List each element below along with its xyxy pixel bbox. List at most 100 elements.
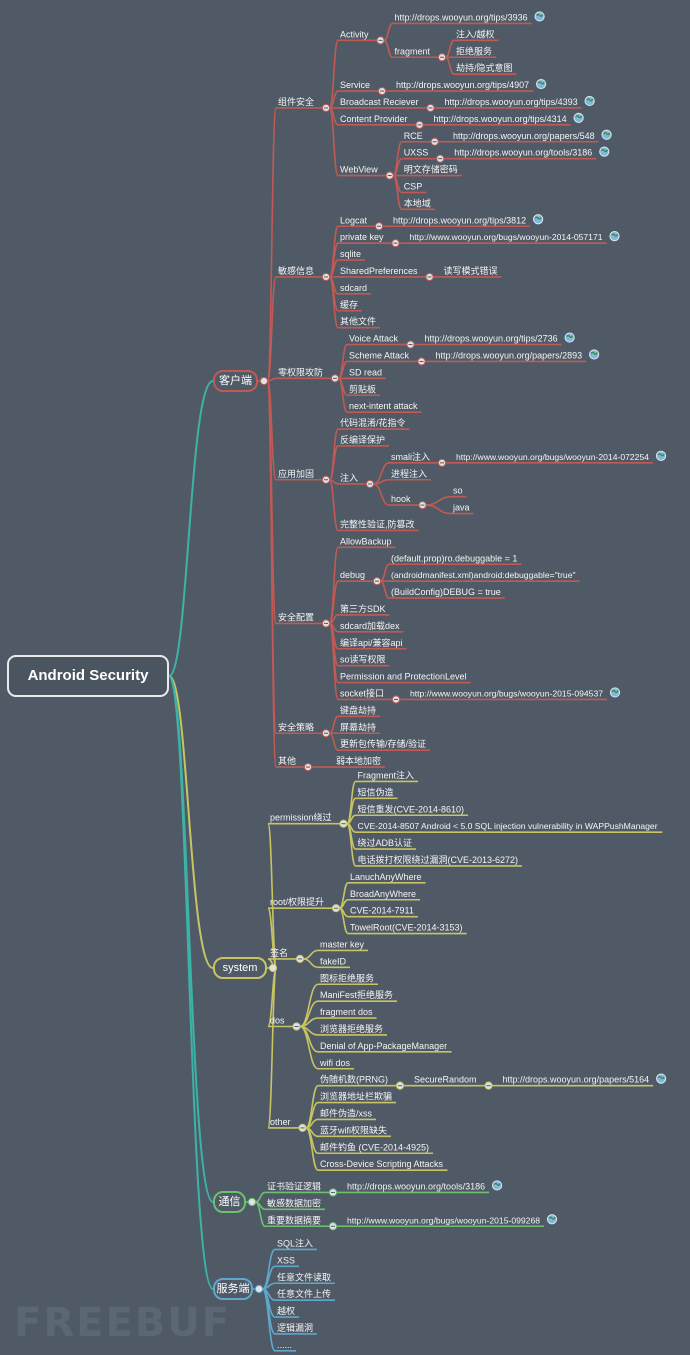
node-wifi-dos[interactable]: wifi dos: [318, 1058, 355, 1070]
branch-node-client[interactable]: 客户端: [213, 370, 258, 392]
node-sd-read[interactable]: SD read: [347, 367, 387, 380]
node-next-intent-attack[interactable]: next-intent attack: [347, 401, 422, 413]
node-node[interactable]: 任意文件读取: [275, 1271, 336, 1285]
collapse-toggle-icon[interactable]: [254, 1284, 264, 1294]
globe-link-icon[interactable]: [655, 450, 667, 461]
node-private-key[interactable]: private key: [338, 232, 400, 248]
node-http-drops-wooyun-org-papers-548[interactable]: http://drops.wooyun.org/papers/548: [451, 129, 612, 143]
globe-link-icon[interactable]: [656, 1073, 667, 1084]
node-http-drops-wooyun-org-tips-4907[interactable]: http://drops.wooyun.org/tips/4907: [394, 78, 547, 92]
globe-link-icon[interactable]: [535, 78, 547, 90]
node-node[interactable]: 注入: [338, 472, 375, 489]
node-sdcard[interactable]: sdcard: [338, 283, 372, 295]
globe-link-icon[interactable]: [533, 214, 544, 225]
node-so[interactable]: so: [451, 486, 467, 498]
node-node[interactable]: 安全配置: [276, 611, 331, 628]
globe-link-icon[interactable]: [609, 231, 620, 242]
node-fragment-dos[interactable]: fragment dos: [318, 1007, 377, 1019]
node-node[interactable]: 短信伪造: [355, 786, 398, 800]
node-csp[interactable]: CSP: [401, 181, 427, 194]
node-cve-2013-6272[interactable]: 电话拨打权限绕过漏洞(CVE-2013-6272): [355, 854, 523, 867]
node-node[interactable]: 代码混淆/花指令: [338, 417, 410, 430]
node-default-prop-ro-debuggable-1[interactable]: (default.prop)ro.debuggable = 1: [389, 553, 522, 566]
node-scheme-attack[interactable]: Scheme Attack: [347, 350, 426, 366]
node-node[interactable]: 拒绝服务: [454, 45, 497, 59]
node-xss[interactable]: XSS: [275, 1255, 300, 1268]
node-node[interactable]: 敏感数据加密: [265, 1197, 326, 1211]
node-lanuchanywhere[interactable]: LanuchAnyWhere: [348, 872, 426, 884]
globe-link-icon[interactable]: [491, 1180, 503, 1191]
node-http-www-wooyun-org-bugs-wooyun-2015-099268[interactable]: http://www.wooyun.org/bugs/wooyun-2015-0…: [345, 1214, 558, 1228]
node-http-drops-wooyun-org-tools-3186[interactable]: http://drops.wooyun.org/tools/3186: [452, 146, 610, 160]
node-http-www-wooyun-org-bugs-wooyun-2014-072254[interactable]: http://www.wooyun.org/bugs/wooyun-2014-0…: [454, 450, 667, 464]
node-sdcard-dex[interactable]: sdcard加载dex: [338, 620, 404, 633]
node-broadcast-reciever[interactable]: Broadcast Reciever: [338, 97, 435, 113]
globe-link-icon[interactable]: [584, 95, 595, 107]
node-activity[interactable]: Activity: [338, 29, 385, 45]
collapse-toggle-icon[interactable]: [268, 963, 278, 973]
node-denial-of-app-packagemanager[interactable]: Denial of App-PackageManager: [318, 1041, 452, 1053]
node-node[interactable]: 劫持/隐式意图: [454, 62, 517, 75]
node-root[interactable]: root/权限提升: [268, 896, 341, 913]
root-node-title[interactable]: Android Security: [7, 655, 169, 697]
node-debug[interactable]: debug: [338, 570, 382, 586]
node-node[interactable]: 其他文件: [338, 316, 381, 329]
node-fragment[interactable]: Fragment注入: [355, 769, 419, 783]
branch-node-server[interactable]: 服务端: [213, 1278, 253, 1300]
node-node[interactable]: 明文存储密码: [401, 164, 462, 177]
node-node[interactable]: 读写模式错误: [441, 265, 502, 278]
globe-link-icon[interactable]: [599, 146, 610, 157]
node-node[interactable]: 注入/越权: [454, 28, 499, 42]
node-http-drops-wooyun-org-tools-3186[interactable]: http://drops.wooyun.org/tools/3186: [345, 1180, 503, 1194]
node-node[interactable]: 本地域: [401, 197, 435, 211]
node-http-drops-wooyun-org-tips-4314[interactable]: http://drops.wooyun.org/tips/4314: [431, 112, 584, 126]
node-node[interactable]: 任意文件上传: [275, 1288, 336, 1301]
node-http-drops-wooyun-org-papers-5164[interactable]: http://drops.wooyun.org/papers/5164: [500, 1073, 667, 1087]
node-towelroot-cve-2014-3153[interactable]: TowelRoot(CVE-2014-3153): [348, 923, 467, 935]
node-buildconfig-debug-true[interactable]: (BuildConfig)DEBUG = true: [389, 587, 505, 599]
node-node[interactable]: 逻辑漏洞: [275, 1322, 318, 1335]
node-node[interactable]: 更新包传输/存储/验证: [338, 738, 431, 751]
node-http-drops-wooyun-org-tips-4393[interactable]: http://drops.wooyun.org/tips/4393: [442, 95, 595, 109]
node-sql[interactable]: SQL注入: [275, 1237, 318, 1251]
node-webview[interactable]: WebView: [338, 165, 394, 180]
node-fakeid[interactable]: fakeID: [318, 956, 351, 969]
node-http-www-wooyun-org-bugs-wooyun-2015-094537[interactable]: http://www.wooyun.org/bugs/wooyun-2015-0…: [408, 687, 621, 701]
node-dos[interactable]: dos: [268, 1016, 301, 1031]
node-http-drops-wooyun-org-tips-3812[interactable]: http://drops.wooyun.org/tips/3812: [391, 214, 544, 228]
globe-link-icon[interactable]: [546, 1214, 558, 1225]
node-node[interactable]: 反编译保护: [338, 434, 390, 447]
globe-link-icon[interactable]: [589, 349, 600, 360]
node-cve-2014-7911[interactable]: CVE-2014-7911: [348, 906, 418, 918]
node-cve-2014-8507-android-5-0-sql-injection-vulnerability-in-wappushmanager[interactable]: CVE-2014-8507 Android < 5.0 SQL injectio…: [355, 821, 663, 833]
node-smali[interactable]: smali注入: [389, 451, 447, 467]
node-securerandom[interactable]: SecureRandom: [411, 1075, 493, 1090]
node-node[interactable]: 应用加固: [276, 468, 331, 484]
node-other[interactable]: other: [268, 1117, 307, 1133]
globe-link-icon[interactable]: [534, 11, 545, 22]
node-permission-and-protectionlevel[interactable]: Permission and ProtectionLevel: [338, 672, 471, 684]
node-service[interactable]: Service: [338, 80, 387, 96]
node-content-provider[interactable]: Content Provider: [338, 114, 424, 129]
node-node[interactable]: 零权限攻防: [276, 366, 340, 383]
node-node[interactable]: 安全策略: [276, 721, 331, 738]
node-cve-2014-4925[interactable]: 邮件钓鱼 (CVE-2014-4925): [318, 1141, 434, 1155]
node-permission[interactable]: permission绕过: [268, 812, 348, 828]
node-rce[interactable]: RCE: [401, 131, 439, 146]
node-http-drops-wooyun-org-tips-2736[interactable]: http://drops.wooyun.org/tips/2736: [422, 332, 575, 346]
node-broadanywhere[interactable]: BroadAnyWhere: [348, 889, 421, 901]
node-node[interactable]: 越权: [275, 1305, 300, 1318]
node-so[interactable]: so读写权限: [338, 654, 390, 667]
node-wifi[interactable]: 蓝牙wifi权限缺失: [318, 1124, 391, 1138]
collapse-toggle-icon[interactable]: [247, 1197, 257, 1207]
node-node[interactable]: 浏览器拒绝服务: [318, 1023, 388, 1036]
node-node[interactable]: ......: [275, 1340, 297, 1352]
branch-node-comm[interactable]: 通信: [213, 1191, 246, 1213]
node-cross-device-scripting-attacks[interactable]: Cross-Device Scripting Attacks: [318, 1159, 448, 1171]
branch-node-system[interactable]: system: [213, 957, 267, 979]
node-http-www-wooyun-org-bugs-wooyun-2014-057171[interactable]: http://www.wooyun.org/bugs/wooyun-2014-0…: [407, 231, 620, 244]
node-node[interactable]: 敏感信息: [276, 265, 331, 282]
globe-link-icon[interactable]: [609, 687, 621, 698]
node-api-api[interactable]: 编译api/兼容api: [338, 637, 407, 650]
node-uxss[interactable]: UXSS: [401, 148, 445, 163]
